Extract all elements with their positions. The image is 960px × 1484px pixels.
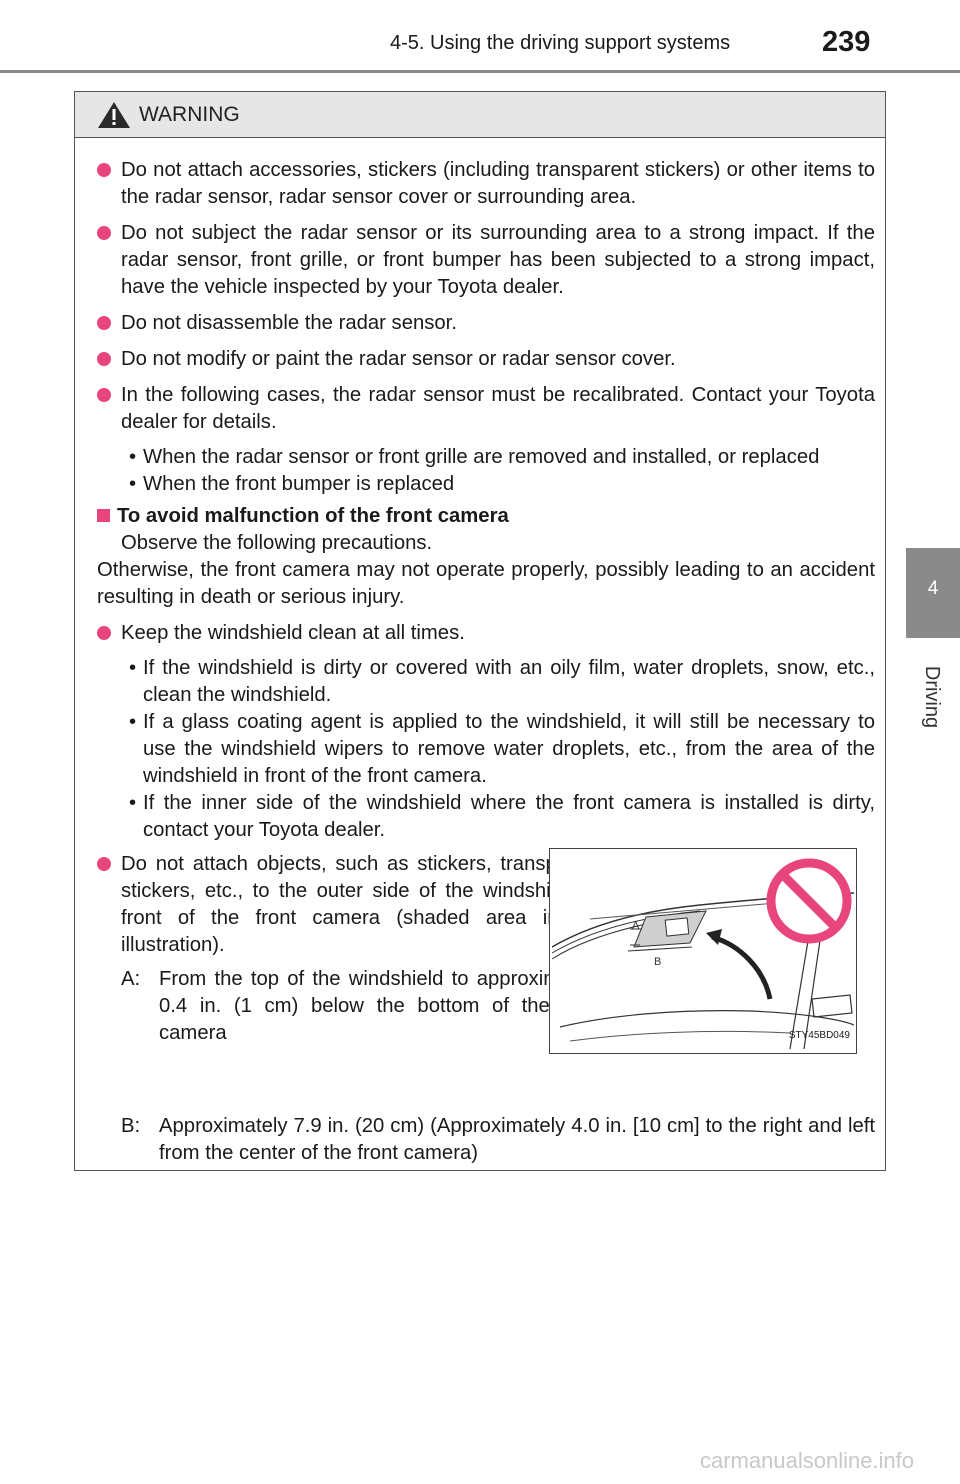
sub-list-item: • If the inner side of the windshield wh… (129, 792, 875, 841)
figure-row: Do not attach objects, such as stickers,… (97, 848, 875, 1113)
figure-label-b: B (654, 956, 661, 968)
list-item: Do not attach objects, such as stickers,… (97, 851, 603, 959)
list-item: Do not attach accessories, stickers (inc… (97, 157, 875, 211)
bullet-dot-icon (97, 352, 111, 366)
warning-title: WARNING (139, 102, 240, 126)
warning-triangle-icon (98, 101, 130, 128)
list-item: In the following cases, the radar sensor… (97, 382, 875, 436)
sub-list-item: • If a glass coating agent is applied to… (129, 711, 875, 787)
watermark: carmanualsonline.info (700, 1448, 915, 1473)
header-divider (0, 70, 960, 73)
bullet-dot-icon (97, 626, 111, 640)
page-number: 239 (822, 26, 871, 58)
windshield-camera-svg: A B (551, 858, 855, 1050)
sub-list-item: • When the radar sensor or front grille … (129, 446, 820, 468)
list-item: Do not modify or paint the radar sensor … (97, 346, 875, 373)
chapter-number: 4 (927, 578, 939, 599)
figure-code: STY45BD049 (788, 1030, 850, 1041)
windshield-illustration: A B STY45BD049 (549, 848, 857, 1054)
bullet-dot-icon (97, 388, 111, 402)
bullet-dot-icon (97, 163, 111, 177)
sub-list-item: • If the windshield is dirty or covered … (129, 657, 875, 706)
lettered-item-b: B: Approximately 7.9 in. (20 cm) (Approx… (121, 1115, 875, 1164)
paragraph: Observe the following precautions. (121, 532, 433, 554)
bullet-dot-icon (97, 857, 111, 871)
sub-list-item: • When the front bumper is replaced (129, 473, 455, 495)
bullet-dot-icon (97, 226, 111, 240)
figure-text: Do not attach objects, such as stickers,… (97, 851, 603, 1047)
square-bullet-icon (97, 509, 110, 522)
warning-header: WARNING (75, 92, 885, 138)
chapter-tab[interactable]: 4 (906, 548, 960, 638)
list-item: Keep the windshield clean at all times. (97, 620, 875, 647)
lettered-item-a: A: From the top of the windshield to app… (121, 968, 603, 1044)
list-item: Do not disassemble the radar sensor. (97, 310, 875, 337)
paragraph: Otherwise, the front camera may not oper… (97, 559, 875, 608)
section-title: 4-5. Using the driving support systems (390, 32, 731, 54)
bullet-dot-icon (97, 316, 111, 330)
list-item: Do not subject the radar sensor or its s… (97, 220, 875, 301)
warning-box: WARNING Do not attach accessories, stick… (74, 91, 886, 1171)
prohibition-icon (766, 858, 852, 944)
chapter-label: Driving (921, 665, 943, 729)
figure-label-a: A (632, 920, 640, 932)
warning-content: Do not attach accessories, stickers (inc… (75, 138, 885, 1167)
section-heading: To avoid malfunction of the front camera (97, 503, 875, 530)
